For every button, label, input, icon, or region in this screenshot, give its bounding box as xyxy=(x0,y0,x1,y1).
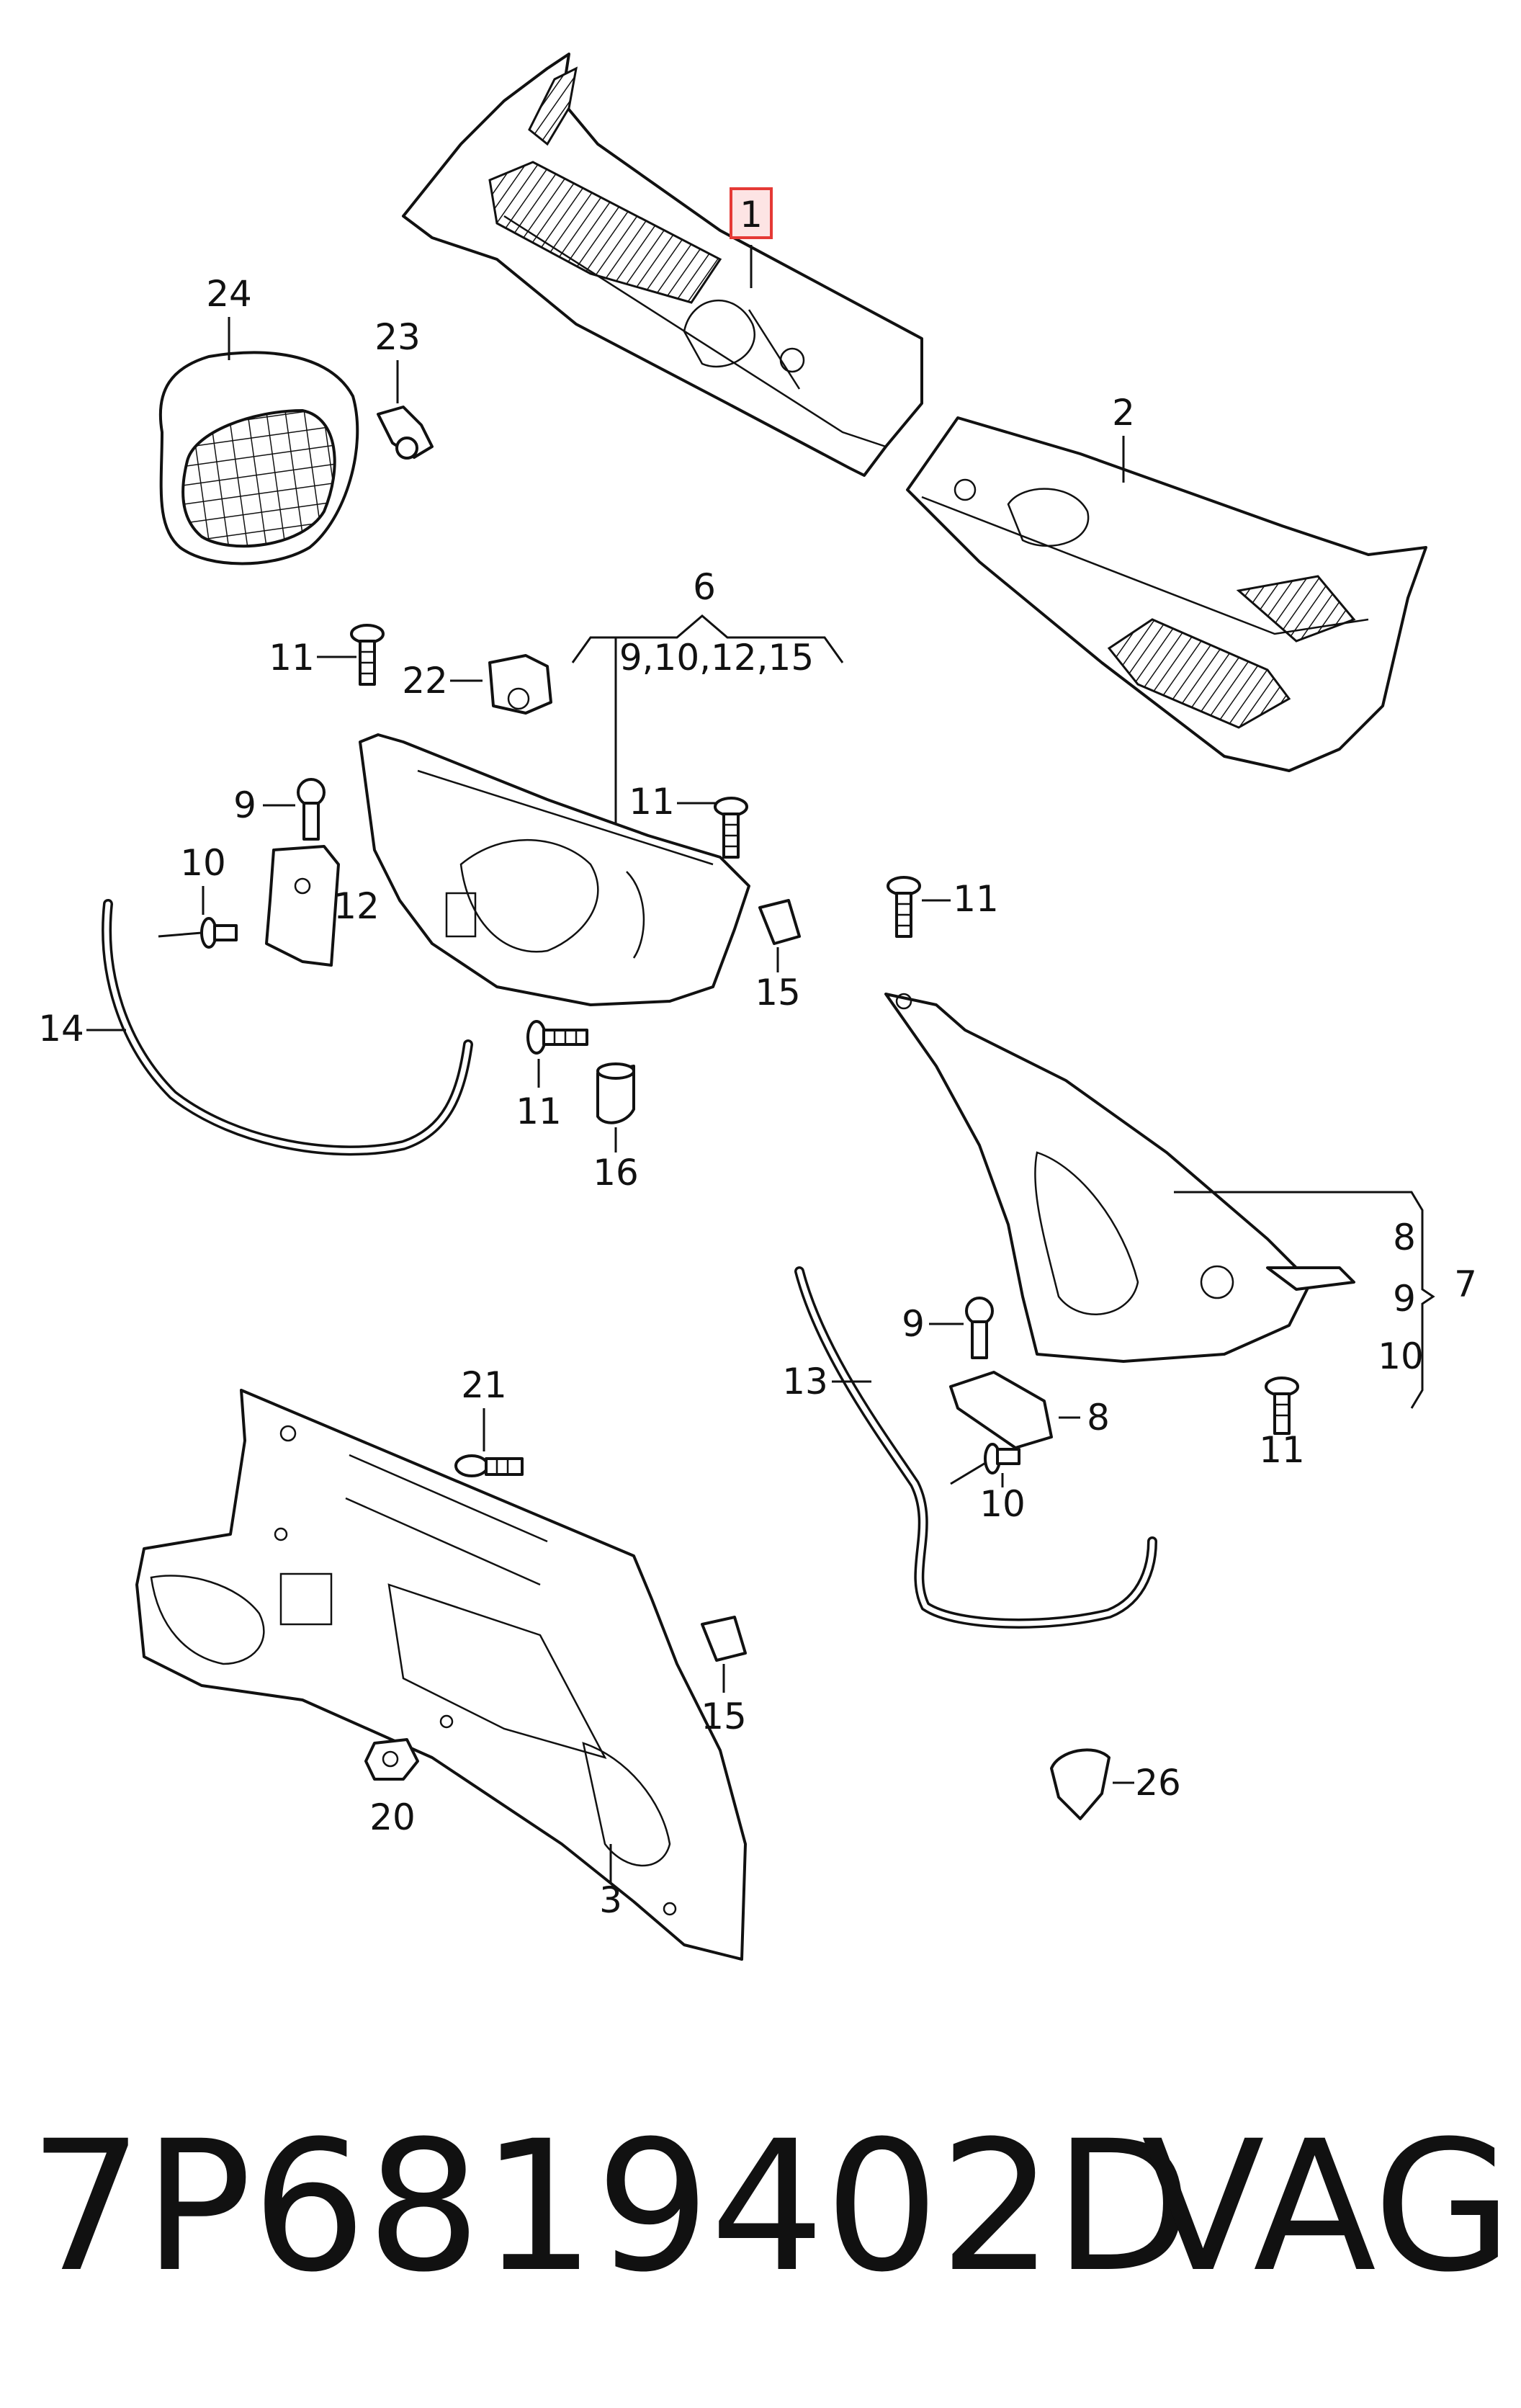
part-21-screw xyxy=(454,1454,524,1477)
callout-20[interactable]: 20 xyxy=(369,1796,416,1838)
part-26-grommet xyxy=(1050,1748,1111,1820)
callout-12[interactable]: 12 xyxy=(333,885,380,927)
part-6-insulation-left xyxy=(359,733,750,1006)
screw-11-d xyxy=(887,876,921,938)
screw-11-c xyxy=(526,1020,588,1055)
screw-11-b xyxy=(714,797,748,859)
callout-11-a[interactable]: 11 xyxy=(269,637,315,679)
callout-11-b[interactable]: 11 xyxy=(629,781,675,823)
callout-24[interactable]: 24 xyxy=(206,273,252,315)
part-22-clip xyxy=(488,654,552,715)
callout-6-sub[interactable]: 9,10,12,15 xyxy=(619,637,814,679)
callout-11-e[interactable]: 11 xyxy=(1259,1429,1305,1471)
callout-15-a[interactable]: 15 xyxy=(755,972,801,1013)
callout-1[interactable]: 1 xyxy=(740,194,763,236)
callout-21[interactable]: 21 xyxy=(461,1364,507,1406)
callout-16[interactable]: 16 xyxy=(593,1152,639,1194)
callout-22[interactable]: 22 xyxy=(402,660,448,702)
callout-10-b[interactable]: 10 xyxy=(979,1483,1026,1525)
callout-11-c[interactable]: 11 xyxy=(516,1091,562,1132)
part-24-intake-grille xyxy=(158,351,359,565)
callout-9-a[interactable]: 9 xyxy=(233,784,256,826)
part-8-bracket xyxy=(949,1371,1053,1449)
part-9-ball-stud-a xyxy=(297,778,326,841)
callout-7-10[interactable]: 10 xyxy=(1378,1335,1424,1377)
part-number-caption: 7P6819402D xyxy=(29,2102,1193,2311)
screw-11-a xyxy=(350,624,385,686)
part-12-bracket xyxy=(265,845,340,967)
callout-7-8[interactable]: 8 xyxy=(1393,1217,1416,1258)
part-20-nut xyxy=(364,1738,419,1781)
brand-caption: VAG xyxy=(1141,2102,1512,2311)
bracket-6 xyxy=(571,614,844,828)
callout-8[interactable]: 8 xyxy=(1087,1397,1110,1438)
highlight-box-1[interactable] xyxy=(730,187,773,239)
callout-13[interactable]: 13 xyxy=(782,1361,828,1402)
part-10-rivet-b xyxy=(950,1443,1020,1485)
part-16-sleeve xyxy=(596,1062,635,1124)
callout-26[interactable]: 26 xyxy=(1135,1762,1181,1804)
callout-6[interactable]: 6 xyxy=(693,566,716,608)
part-15-clip-a xyxy=(758,899,801,945)
callout-11-d[interactable]: 11 xyxy=(953,878,999,920)
callout-10-a[interactable]: 10 xyxy=(180,842,226,884)
part-9-ball-stud-b xyxy=(965,1297,994,1359)
bracket-7 xyxy=(1174,1191,1435,1409)
part-7-insulation-right xyxy=(884,993,1355,1363)
part-15-clip-b xyxy=(701,1616,747,1662)
part-10-rivet-a xyxy=(158,917,238,949)
part-2-cowl-panel-right xyxy=(906,416,1427,772)
callout-23[interactable]: 23 xyxy=(374,316,421,358)
callout-7-9[interactable]: 9 xyxy=(1393,1278,1416,1320)
callout-7[interactable]: 7 xyxy=(1454,1263,1477,1305)
callout-3[interactable]: 3 xyxy=(599,1879,622,1921)
callout-15-b[interactable]: 15 xyxy=(701,1696,747,1737)
callout-9-b[interactable]: 9 xyxy=(902,1303,925,1345)
part-3-insulation-lower xyxy=(135,1389,747,1961)
callout-2[interactable]: 2 xyxy=(1112,392,1135,434)
screw-11-e xyxy=(1265,1377,1299,1435)
part-23-clip xyxy=(377,406,434,460)
callout-14[interactable]: 14 xyxy=(38,1008,84,1049)
part-1-cowl-panel-left xyxy=(402,53,923,477)
